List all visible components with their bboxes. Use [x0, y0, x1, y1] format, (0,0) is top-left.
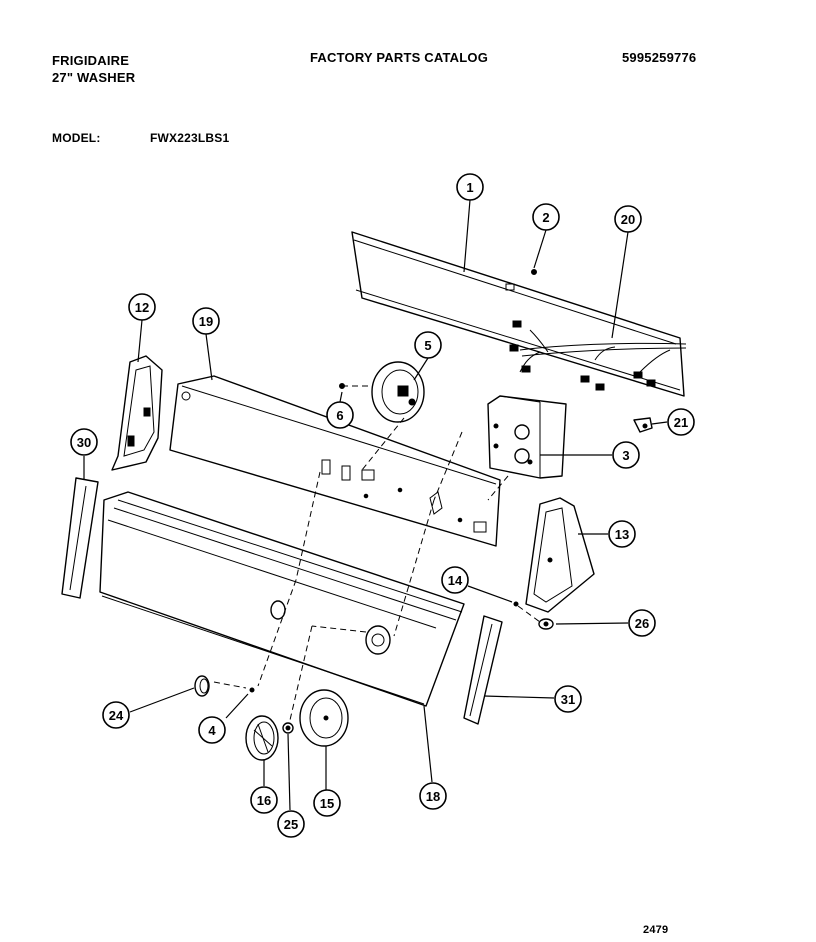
svg-text:25: 25	[284, 817, 298, 832]
callout-4: 4	[198, 716, 226, 744]
callout-18: 18	[419, 782, 447, 810]
svg-text:31: 31	[561, 692, 575, 707]
callout-2: 2	[532, 203, 560, 231]
publication-number: 5995259776	[622, 50, 697, 65]
part-selector-switch	[371, 361, 425, 423]
part-wire-harness	[509, 320, 687, 391]
callout-1: 1	[456, 173, 484, 201]
part-spring-clip	[282, 722, 294, 734]
callout-3: 3	[612, 441, 640, 469]
callout-26: 26	[628, 609, 656, 637]
callout-19: 19	[192, 307, 220, 335]
model-label: MODEL:	[52, 131, 101, 145]
leader-lines	[83, 199, 668, 811]
brand-name: FRIGIDAIRE	[52, 53, 130, 68]
part-right-trim	[463, 615, 503, 725]
part-screw-2	[531, 269, 537, 275]
part-left-end-cap	[111, 355, 163, 471]
svg-text:30: 30	[77, 435, 91, 450]
svg-text:20: 20	[621, 212, 635, 227]
callout-5: 5	[414, 331, 442, 359]
svg-text:21: 21	[674, 415, 688, 430]
part-clip-21	[633, 417, 653, 433]
product-name: 27" WASHER	[52, 70, 136, 85]
part-console	[99, 491, 465, 707]
callout-30: 30	[70, 428, 98, 456]
callout-14: 14	[441, 566, 469, 594]
svg-text:3: 3	[622, 448, 629, 463]
part-push-button	[194, 675, 210, 697]
part-clip-26	[538, 618, 554, 630]
callout-20: 20	[614, 205, 642, 233]
svg-text:13: 13	[615, 527, 629, 542]
part-timer	[487, 395, 567, 479]
part-rear-panel	[351, 231, 685, 397]
callout-31: 31	[554, 685, 582, 713]
callout-21: 21	[667, 408, 695, 436]
callout-12: 12	[128, 293, 156, 321]
page-code: 2479	[643, 924, 669, 936]
callout-25: 25	[277, 810, 305, 838]
part-screw-14	[513, 601, 519, 607]
svg-text:2: 2	[542, 210, 549, 225]
svg-text:26: 26	[635, 616, 649, 631]
model-number: FWX223LBS1	[150, 131, 230, 145]
svg-text:12: 12	[135, 300, 149, 315]
callout-15: 15	[313, 789, 341, 817]
svg-text:19: 19	[199, 314, 213, 329]
svg-text:18: 18	[426, 789, 440, 804]
part-right-end-cap	[525, 497, 595, 613]
catalog-title: FACTORY PARTS CATALOG	[310, 50, 489, 65]
svg-text:5: 5	[424, 338, 431, 353]
callout-6: 6	[326, 401, 354, 429]
svg-text:14: 14	[448, 573, 463, 588]
part-screw-4	[249, 687, 255, 693]
part-left-trim	[61, 477, 99, 599]
part-knob	[245, 715, 279, 761]
callout-13: 13	[608, 520, 636, 548]
callout-16: 16	[250, 786, 278, 814]
part-control-plate	[169, 375, 501, 547]
svg-text:24: 24	[109, 708, 124, 723]
svg-text:16: 16	[257, 793, 271, 808]
callout-24: 24	[102, 701, 130, 729]
assembly-lines	[213, 385, 541, 721]
svg-text:6: 6	[336, 408, 343, 423]
svg-text:1: 1	[466, 180, 473, 195]
part-dial-skirt	[299, 689, 349, 747]
svg-text:15: 15	[320, 796, 334, 811]
svg-text:4: 4	[208, 723, 216, 738]
